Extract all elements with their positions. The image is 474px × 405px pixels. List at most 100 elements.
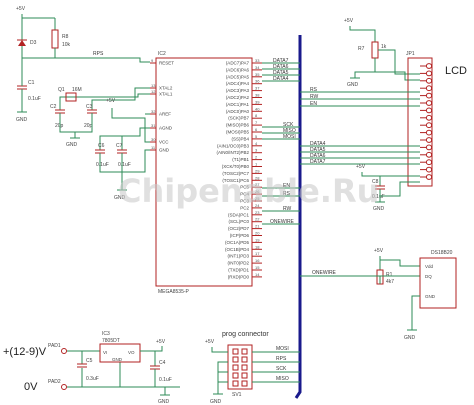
lcd-pin-terminal: [425, 137, 433, 143]
sv1-pin: [232, 364, 239, 371]
reset-circuit: +5V D3 R8 10k RPS C1 0.1uF GND: [16, 6, 150, 123]
r7-ref: R7: [358, 46, 365, 52]
net-rs: RS: [283, 191, 291, 197]
c6-value: 0.1uF: [96, 162, 109, 168]
ic2-pin-number: 37: [255, 86, 260, 91]
pad1: [61, 348, 67, 354]
lcd-pin-terminal: [425, 100, 433, 106]
ic2-pin-name: (ADC0)PA0: [226, 109, 250, 114]
lcd-pin-terminal: [425, 77, 433, 84]
ic2-pin-name: XTAL1: [159, 92, 173, 97]
c4-ref: C4: [159, 360, 166, 366]
net-sck-sv1: SCK: [276, 366, 287, 372]
ic2-pin-number: 12: [151, 89, 156, 94]
net-onewire-mcu: ONEWIRE: [270, 219, 295, 225]
regulator-ic3: [99, 343, 141, 363]
ic2-pin-number: 7: [255, 120, 258, 125]
c5-value: 0.3uF: [86, 376, 99, 382]
decoupling-circuit: +5V C6 0.1uF C7 0.1uF GND: [95, 98, 150, 201]
net-data4: DATA4: [273, 76, 289, 82]
lcd-title: LCD: [445, 65, 467, 77]
ic2-pin-number: 17: [255, 251, 260, 256]
ic2-pin-name: (ADC5)PA5: [226, 74, 250, 79]
sv1-pin: [241, 380, 248, 387]
sv1-pin: [232, 348, 239, 355]
ic2-pin-name: (ADC7)PA7: [226, 61, 250, 66]
signal-bus: [294, 35, 302, 399]
gnd-label-ps: GND: [158, 399, 170, 405]
ic2-pin-name: (OC1B)PD4: [225, 247, 250, 252]
ds18b20-body: [419, 257, 457, 309]
lcd-pin-terminal: [425, 129, 433, 136]
net-onewire-ds: ONEWIRE: [312, 270, 337, 276]
ic2-pin-number: 36: [255, 79, 260, 84]
ic2-pin-number: 40: [255, 106, 260, 111]
ic2-value: MEGA8535-P: [158, 289, 190, 295]
r8-ref: R8: [62, 34, 69, 40]
ic2-pin-name: PC2: [240, 205, 249, 210]
ic2-pin-number: 38: [255, 93, 260, 98]
ic2-pin-number: 35: [255, 72, 260, 77]
gnd-label-r7: GND: [347, 82, 359, 88]
net-rps-sv1: RPS: [276, 356, 287, 362]
ic2-pin-name: (AIN1/OC0)PB3: [217, 143, 250, 148]
lcd-pin-terminal: [425, 85, 433, 92]
ic2-pin-number: 22: [255, 217, 260, 222]
ic2-pin-name: (ADC4)PA4: [226, 81, 250, 86]
lcd-jp1: JP1 LCD RS RW EN DATA4 DATA5 DATA6 DATA7…: [300, 51, 467, 212]
ic2-pin-name: (RXD)PD0: [228, 274, 250, 279]
c4-value: 0.1uF: [159, 377, 172, 383]
ic3-pin-vi: VI: [103, 350, 107, 355]
c2-value: 20p: [55, 123, 64, 129]
net-miso-sv1: MISO: [276, 376, 289, 382]
pad2: [61, 384, 67, 390]
net-data7-lcd: DATA7: [310, 159, 326, 165]
gnd-label-decoupling: GND: [114, 195, 126, 201]
ic2-pin-number: 34: [255, 65, 260, 70]
ic2-pin-name: PC3: [240, 199, 249, 204]
ic2-pin-number: 20: [255, 231, 260, 236]
c6-ref: C6: [98, 143, 105, 149]
ic2-pin-name: RESET: [159, 61, 174, 66]
net-mosi-sv1: MOSI: [276, 346, 289, 352]
net-data6-lcd: DATA6: [310, 153, 326, 159]
ic2-pin-name: (SS)PB4: [231, 136, 249, 141]
power-supply: +(12-9)V 0V PAD1 PAD2 C5 0.3uF IC3 7805D…: [3, 331, 180, 405]
ic2-pin-number: 27: [255, 182, 260, 187]
c8-value: 0.1uF: [372, 194, 385, 200]
ic2-pin-name: (INT1)PD3: [227, 254, 249, 259]
ic2-pin-number: 25: [255, 196, 260, 201]
sv1-title: prog connector: [222, 331, 269, 338]
ic2-pin-number: 29: [255, 168, 260, 173]
ic2-pin-number: 23: [255, 210, 260, 215]
ic2-right-pins: 33(ADC7)PA734(ADC6)PA635(ADC5)PA536(ADC4…: [216, 58, 262, 279]
net-rw: RW: [283, 206, 292, 212]
lcd-pin-terminal: [425, 144, 433, 151]
gnd-label-sv1: GND: [210, 399, 222, 405]
ic2-pin-number: 30: [151, 137, 156, 142]
c8-ref: C8: [372, 179, 379, 185]
vcc-label-sv1: +5V: [205, 339, 215, 345]
ic2-pin-number: 26: [255, 189, 260, 194]
ic2-pin-name: (SDA)PC1: [228, 212, 250, 217]
ic2-pin-name: (ADC1)PA1: [226, 102, 250, 107]
pad2-ref: PAD2: [48, 379, 61, 385]
ic2-pin-number: 28: [255, 175, 260, 180]
lcd-pin-terminal: [425, 107, 433, 114]
jp1-ref: JP1: [406, 51, 415, 57]
ic2-pin-name: PC4: [240, 192, 249, 197]
sv1-ref: SV1: [232, 392, 242, 398]
sv1-pin: [241, 364, 248, 371]
ic2-pin-name: (ADC2)PA2: [226, 95, 250, 100]
ic2-pin-number: 6: [255, 127, 258, 132]
net-data7: DATA7: [273, 58, 289, 64]
vcc-label-avcc: +5V: [106, 98, 116, 104]
ic2-pin-number: 39: [255, 99, 260, 104]
pad1-ref: PAD1: [48, 343, 61, 349]
sv1-pin: [232, 380, 239, 387]
c7-value: 0.1uF: [118, 162, 131, 168]
c7-ref: C7: [116, 143, 123, 149]
c5-ref: C5: [86, 358, 93, 364]
